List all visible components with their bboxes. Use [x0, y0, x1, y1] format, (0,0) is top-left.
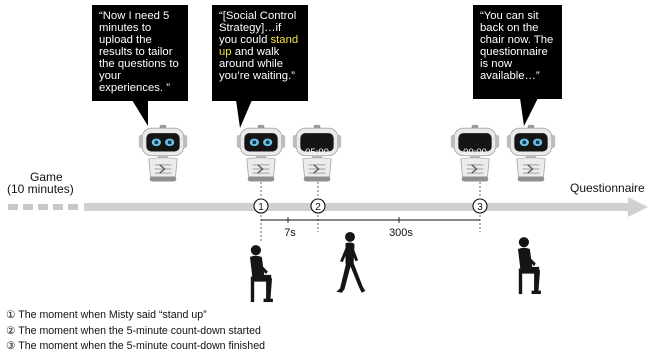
speech-bubble-2-text-end: and walk around while you’re waiting.”: [219, 46, 295, 82]
robot-4: 00:00: [450, 124, 500, 183]
robot-3-screen-text: 05:00: [305, 147, 329, 158]
game-label: Game: [30, 170, 63, 184]
marker-legend-item-1: ① The moment when Misty said “stand up”: [6, 309, 207, 321]
robot-1: [138, 124, 188, 183]
robot-5: [506, 124, 556, 183]
speech-bubble-2: “[Social Control Strategy]…if you could …: [212, 5, 308, 101]
robot-2: [236, 124, 286, 183]
marker-1-label: 1: [258, 202, 264, 213]
game-duration-label: (10 minutes): [7, 182, 74, 196]
speech-bubble-1: “Now I need 5 minutes to upload the resu…: [92, 5, 188, 101]
bubble-3-tail: [520, 98, 538, 126]
timeline-arrow: [84, 197, 648, 217]
person-walking: [336, 231, 366, 293]
marker-legend-item-2: ② The moment when the 5-minute count-dow…: [6, 324, 261, 337]
robot-3: 05:00: [292, 124, 342, 183]
marker-3-label: 3: [477, 202, 483, 213]
game-segment: [8, 204, 78, 210]
questionnaire-label: Questionnaire: [570, 181, 645, 195]
marker-1: 1: [253, 198, 269, 214]
robot-4-screen-text: 00:00: [463, 147, 487, 158]
speech-bubble-2-highlight: stand up: [219, 34, 299, 58]
speech-bubble-3: “You can sit back on the chair now. The …: [473, 5, 562, 99]
bubble-2-tail: [236, 100, 252, 128]
bubble-1-tail: [132, 100, 148, 126]
marker-legend-item-3: ③ The moment when the 5-minute count-dow…: [6, 340, 265, 352]
speech-bubble-2-text-start: “[Social Control Strategy]…if you could: [219, 10, 297, 46]
person-seated-2: [517, 237, 541, 295]
marker-2-label: 2: [315, 202, 321, 213]
interval-1-label: 7s: [284, 227, 296, 239]
marker-guides: [260, 182, 481, 242]
marker-legend: ① The moment when Misty said “stand up” …: [6, 308, 265, 355]
interval-2-label: 300s: [389, 227, 413, 239]
speech-bubble-3-text: “You can sit back on the chair now. The …: [480, 10, 554, 82]
marker-2: 2: [310, 198, 326, 214]
person-seated-1: [249, 245, 273, 303]
marker-3: 3: [472, 198, 488, 214]
speech-bubble-1-text: “Now I need 5 minutes to upload the resu…: [99, 10, 179, 94]
